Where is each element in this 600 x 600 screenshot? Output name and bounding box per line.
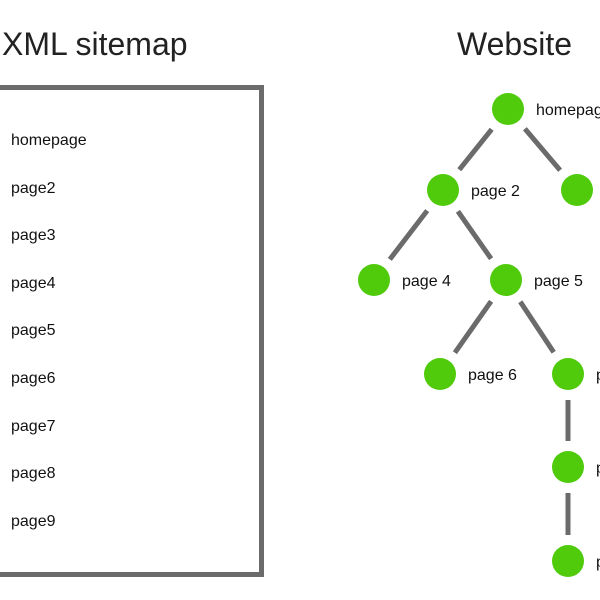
tree-node-page6 [424, 358, 456, 390]
tree-node-label-homepage: homepage [536, 102, 600, 119]
xml-sitemap-box [0, 85, 264, 577]
tree-node-label-page7: p [596, 367, 600, 384]
sitemap-entry-homepage: homepage [11, 132, 87, 149]
sitemap-entry-page6: page6 [11, 369, 56, 387]
tree-edge-page5-page6 [452, 299, 494, 355]
tree-edge-homepage-page2 [457, 127, 494, 172]
tree-node-homepage [492, 93, 524, 125]
xml-sitemap-heading: XML sitemap [2, 26, 188, 62]
tree-node-label-page5: page 5 [534, 273, 583, 290]
tree-node-page2 [427, 174, 459, 206]
sitemap-entry-page3: page3 [11, 227, 56, 245]
tree-node-label-page2: page 2 [471, 183, 520, 200]
tree-edge-page2-page4 [387, 209, 430, 261]
tree-node-label-page4: page 4 [402, 273, 451, 290]
tree-node-page3 [561, 174, 593, 206]
tree-node-page8 [552, 451, 584, 483]
tree-node-label-page8: p [596, 460, 600, 477]
tree-edge-page2-page5 [455, 209, 494, 261]
tree-node-page5 [490, 264, 522, 296]
tree-node-label-page9: p [596, 554, 600, 571]
sitemap-entry-page2: page2 [11, 179, 56, 197]
sitemap-entry-page5: page5 [11, 322, 56, 340]
sitemap-entry-page8: page8 [11, 465, 56, 483]
sitemap-entry-page9: page9 [11, 512, 56, 530]
tree-node-page4 [358, 264, 390, 296]
xml-sitemap-list: homepage page2 page3 page4 page5 page6 p… [11, 131, 87, 559]
tree-node-page7 [552, 358, 584, 390]
tree-node-page9 [552, 545, 584, 577]
tree-edge-homepage-page3 [522, 127, 563, 172]
website-heading: Website [457, 26, 573, 62]
sitemap-entry-page7: page7 [11, 417, 56, 435]
tree-edge-page5-page7 [518, 300, 556, 354]
tree-node-label-page6: page 6 [468, 367, 517, 384]
sitemap-entry-page4: page4 [11, 274, 56, 292]
